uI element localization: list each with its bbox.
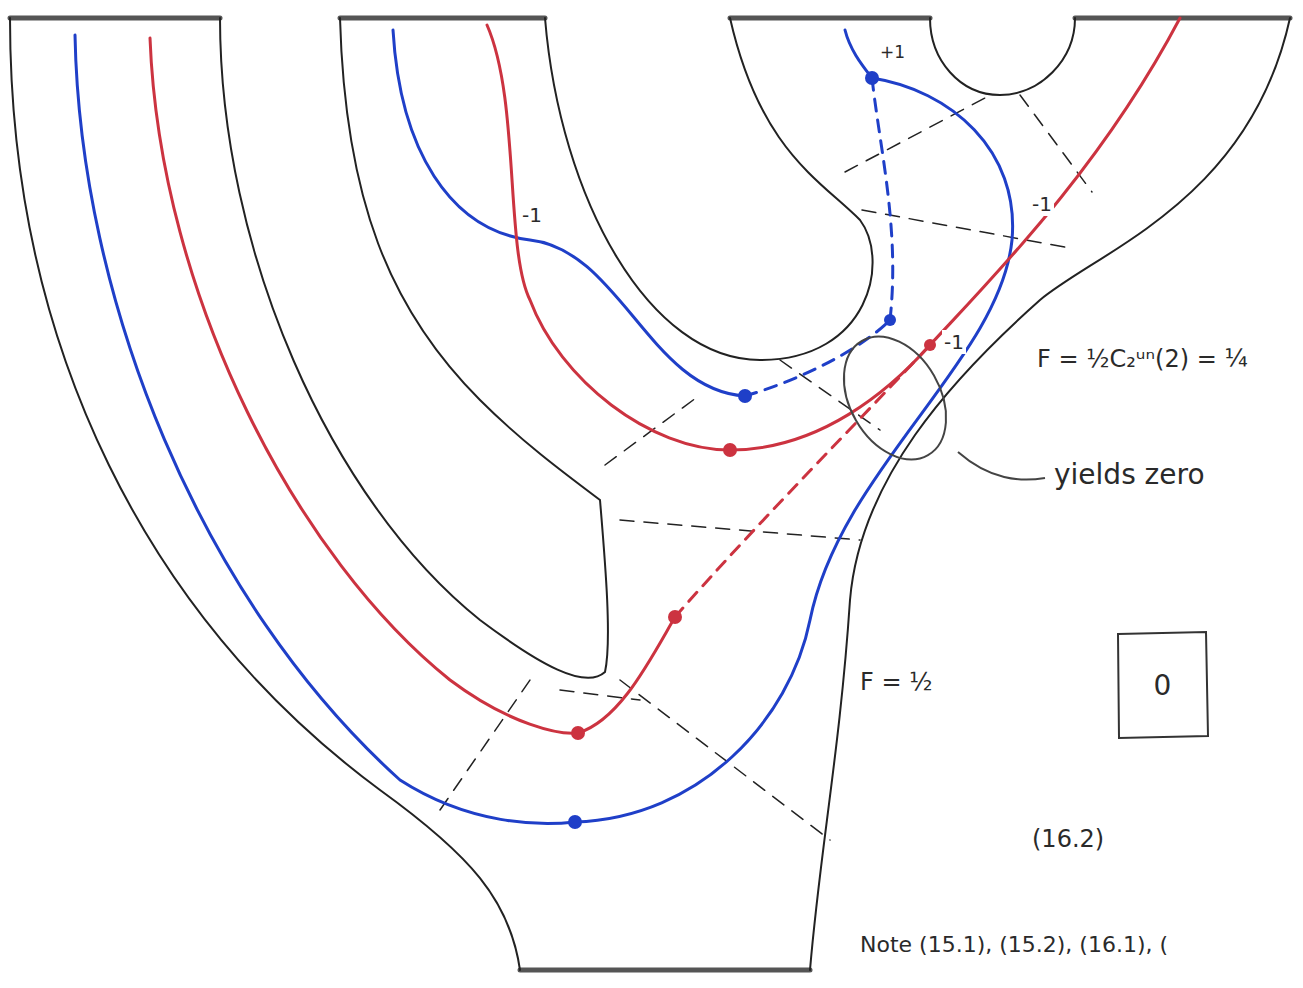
callout-text: yields zero bbox=[1052, 458, 1207, 492]
sign-mark: +1 bbox=[878, 42, 907, 62]
sign-mark: -1 bbox=[520, 203, 544, 227]
equation-number: (16.2) bbox=[1030, 825, 1106, 854]
formula-note: F = ½C₂ᵘⁿ(2) = ¼ bbox=[1035, 345, 1250, 374]
formula-note: F = ½ bbox=[858, 668, 934, 697]
sign-mark: -1 bbox=[942, 330, 966, 354]
sign-mark: -1 bbox=[1030, 192, 1054, 216]
result-value: 0 bbox=[1115, 669, 1210, 702]
boxed-result: 0 bbox=[1115, 630, 1210, 740]
note-text: Note (15.1), (15.2), (16.1), ( bbox=[858, 932, 1170, 958]
